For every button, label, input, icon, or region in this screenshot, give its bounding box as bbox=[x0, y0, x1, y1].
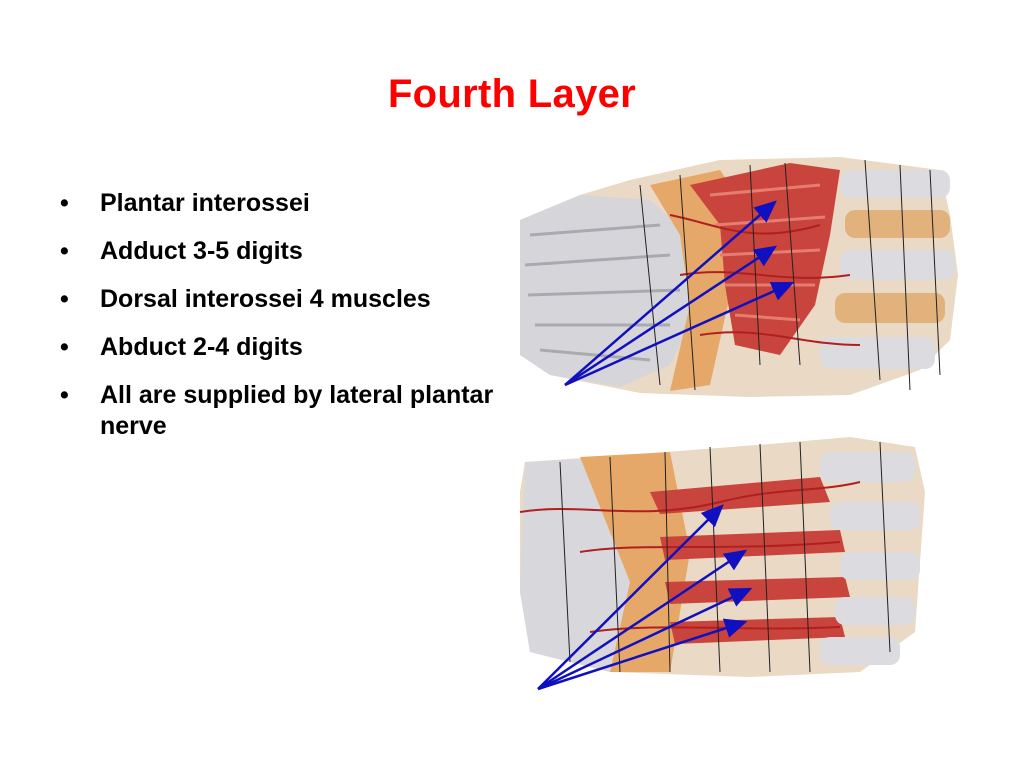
pointer-arrow bbox=[537, 504, 724, 690]
plantar-view-svg bbox=[520, 157, 958, 397]
pointer-arrow bbox=[564, 200, 777, 386]
pointer-arrow bbox=[537, 618, 748, 691]
bullet-list: • Plantar interossei • Adduct 3-5 digits •… bbox=[58, 188, 498, 459]
plantar-view-illustration bbox=[520, 155, 960, 405]
bullet-item: • All are supplied by lateral plantar ner… bbox=[58, 380, 498, 442]
interossei-muscles bbox=[650, 477, 850, 644]
bullet-dot-icon: • bbox=[60, 237, 69, 265]
bullet-text: All are supplied by lateral plantar nerv… bbox=[100, 381, 494, 440]
bullet-item: • Dorsal interossei 4 muscles bbox=[58, 284, 498, 315]
bullet-dot-icon: • bbox=[60, 381, 69, 409]
bullet-text: Dorsal interossei 4 muscles bbox=[100, 285, 431, 313]
bullet-dot-icon: • bbox=[60, 333, 69, 361]
pointer-arrow bbox=[537, 587, 753, 691]
slide-title: Fourth Layer bbox=[387, 72, 637, 116]
bullet-text: Plantar interossei bbox=[100, 189, 310, 217]
pointer-arrow bbox=[564, 281, 795, 387]
dorsal-view-svg bbox=[520, 437, 925, 691]
bullet-item: • Adduct 3-5 digits bbox=[58, 236, 498, 267]
bullet-dot-icon: • bbox=[60, 285, 69, 313]
arrow-group bbox=[564, 200, 795, 387]
bullet-item: • Plantar interossei bbox=[58, 188, 498, 219]
bullet-item: • Abduct 2-4 digits bbox=[58, 332, 498, 363]
bullet-text: Adduct 3-5 digits bbox=[100, 237, 303, 265]
arrow-group bbox=[537, 504, 753, 691]
bullet-dot-icon: • bbox=[60, 189, 69, 217]
dorsal-view-illustration bbox=[520, 432, 925, 692]
pointer-arrow bbox=[537, 549, 748, 691]
pointer-arrow bbox=[564, 245, 778, 387]
bullet-text: Abduct 2-4 digits bbox=[100, 333, 303, 361]
